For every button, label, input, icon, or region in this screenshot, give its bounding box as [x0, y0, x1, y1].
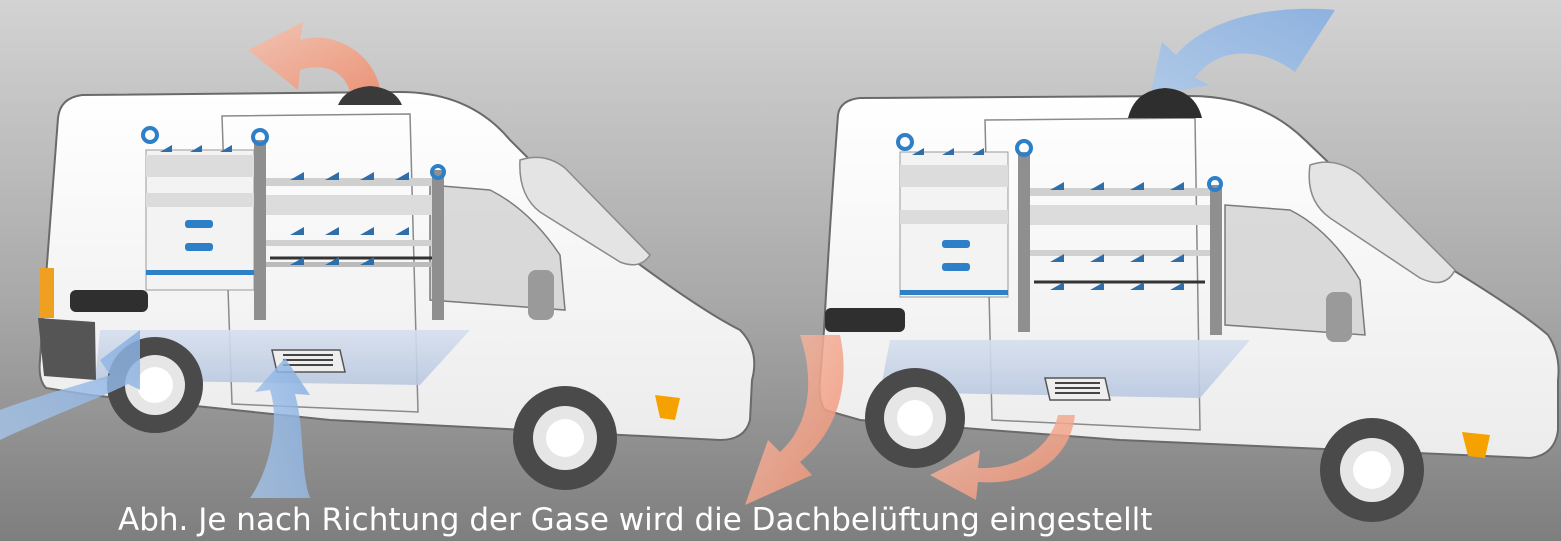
side-mirror [528, 270, 554, 320]
rear-handle [70, 290, 148, 312]
side-mirror [1326, 292, 1352, 342]
exhaust-arrow-icon [248, 22, 380, 92]
front-wheel [513, 386, 617, 490]
front-wheel [1320, 418, 1424, 522]
intake-arrow-icon [1150, 9, 1335, 96]
caption: Abh. Je nach Richtung der Gase wird die … [118, 500, 1152, 540]
exhaust-arrow-icon [745, 335, 844, 505]
roof-vent [1128, 88, 1202, 118]
roof-vent [338, 86, 402, 105]
rear-handle [825, 308, 905, 332]
van-intake-mode [745, 9, 1559, 522]
rear-wheel [865, 368, 965, 468]
floor-vent [1045, 378, 1110, 400]
van-exhaust-mode [0, 22, 754, 498]
rear-light [40, 268, 54, 318]
rear-bumper [38, 318, 96, 380]
